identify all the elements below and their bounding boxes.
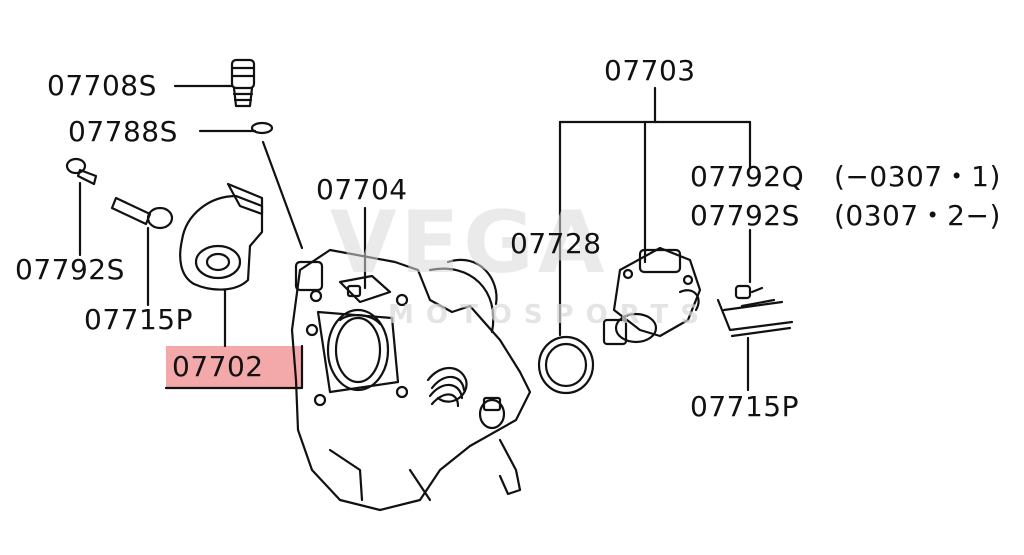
washer-07788S-icon bbox=[250, 121, 274, 135]
label-07702: 07702 bbox=[172, 350, 264, 383]
screw-07792-right-icon bbox=[734, 284, 764, 300]
label-07792Q: 07792Q bbox=[690, 160, 805, 193]
throttle-spring-icon bbox=[426, 366, 468, 408]
throttle-body-icon bbox=[290, 248, 532, 512]
label-07703: 07703 bbox=[604, 54, 696, 87]
screw-07715P-left-icon bbox=[110, 196, 174, 230]
bracket-07715P-icon bbox=[716, 298, 794, 338]
part-07704-icon bbox=[338, 274, 392, 304]
screw-07792S-left-icon bbox=[65, 157, 98, 186]
label-07788S: 07788S bbox=[68, 115, 178, 148]
label-07792S-left: 07792S bbox=[15, 253, 125, 286]
highlight-07702 bbox=[166, 346, 302, 388]
label-07728: 07728 bbox=[510, 227, 602, 260]
bolt-07708S-icon bbox=[230, 58, 256, 108]
label-07708S: 07708S bbox=[47, 69, 157, 102]
leader-lines bbox=[78, 84, 752, 392]
label-07792S-right: 07792S bbox=[690, 199, 800, 232]
sensor-07702-icon bbox=[179, 182, 264, 291]
label-07715P-left: 07715P bbox=[84, 303, 193, 336]
valve-07703-icon bbox=[602, 246, 702, 346]
label-07715P-right: 07715P bbox=[690, 390, 799, 423]
label-07792Q-note: (−0307・1) bbox=[834, 160, 1001, 193]
o-ring-07728-icon bbox=[537, 335, 595, 395]
label-07792S-note: (0307・2−) bbox=[834, 199, 1001, 232]
label-07704: 07704 bbox=[316, 173, 408, 206]
